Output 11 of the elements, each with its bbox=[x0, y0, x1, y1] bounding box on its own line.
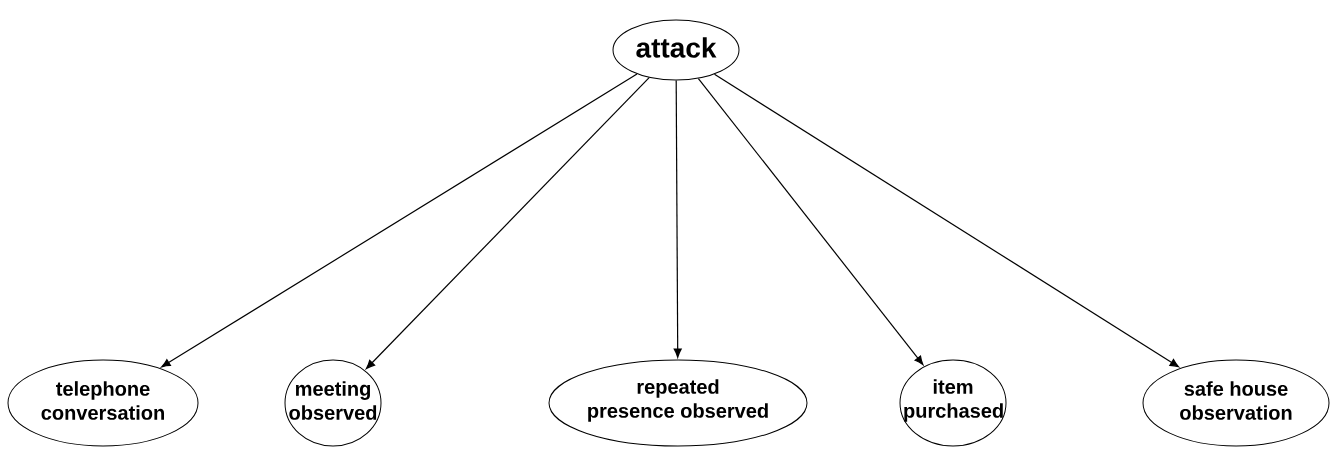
ellipse-node: item purchased bbox=[899, 359, 1007, 447]
ellipse-node: telephone conversation bbox=[7, 359, 199, 447]
arrow bbox=[673, 79, 682, 358]
ellipse-node: meeting observed bbox=[284, 359, 382, 447]
ellipse-node: repeated presence observed bbox=[548, 359, 808, 447]
arrow bbox=[365, 77, 650, 370]
arrow bbox=[713, 73, 1180, 368]
ellipse-node: attack bbox=[612, 19, 740, 81]
arrow bbox=[697, 77, 924, 366]
ellipse-node: safe house observation bbox=[1142, 359, 1330, 447]
arrow bbox=[161, 73, 638, 368]
